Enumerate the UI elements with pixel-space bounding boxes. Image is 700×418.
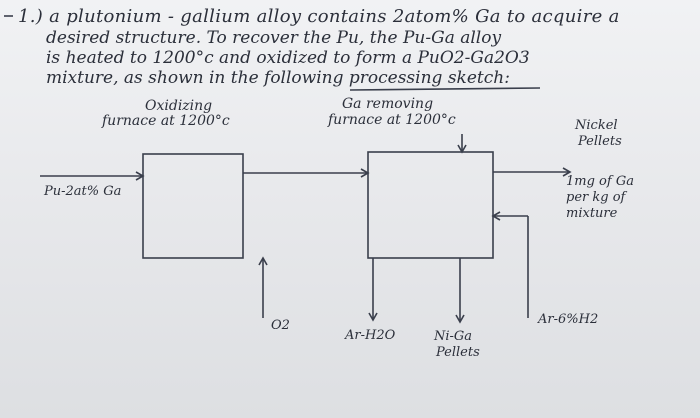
unit2-title-1: Ga removing <box>342 96 434 112</box>
ar-h2-arrow <box>491 211 501 221</box>
unit1-title-2: furnace at 1200°c <box>102 113 230 129</box>
niga-arrow <box>455 314 465 324</box>
product-arrow <box>562 167 572 177</box>
unit1-title-1: Oxidizing <box>145 98 213 114</box>
niga-label-2: Pellets <box>436 345 480 360</box>
ar-h2o-label: Ar-H2O <box>345 328 396 343</box>
nickel-arrow <box>457 144 467 154</box>
problem-line-2: desired structure. To recover the Pu, th… <box>46 28 502 48</box>
ar-h2-label: Ar-6%H2 <box>538 312 599 327</box>
unit2-title-2: furnace at 1200°c <box>328 112 456 128</box>
product-label-2: per kg of <box>566 190 626 205</box>
feed-label: Pu-2at% Ga <box>44 184 122 199</box>
product-label-1: 1mg of Ga <box>566 174 634 189</box>
o2-arrow <box>258 256 268 266</box>
problem-line-4: mixture, as shown in the following proce… <box>46 68 510 88</box>
feed-arrow <box>135 171 145 181</box>
ar-h2o-arrow <box>368 312 378 322</box>
oxidizing-furnace-box <box>142 153 244 259</box>
intermediate-arrow <box>360 168 370 178</box>
problem-line-3: is heated to 1200°c and oxidized to form… <box>46 48 530 68</box>
niga-label-1: Ni-Ga <box>434 329 473 344</box>
problem-text-1: a plutonium - gallium alloy contains 2at… <box>49 6 620 27</box>
nickel-label-1: Nickel <box>575 118 618 133</box>
product-label-3: mixture <box>566 206 618 221</box>
ga-removing-furnace-box <box>367 151 494 259</box>
problem-line-1: 1.) a plutonium - gallium alloy contains… <box>18 6 620 27</box>
underline <box>349 87 541 91</box>
nickel-label-2: Pellets <box>578 134 622 149</box>
o2-label: O2 <box>271 318 290 333</box>
problem-number: 1.) <box>18 6 44 27</box>
